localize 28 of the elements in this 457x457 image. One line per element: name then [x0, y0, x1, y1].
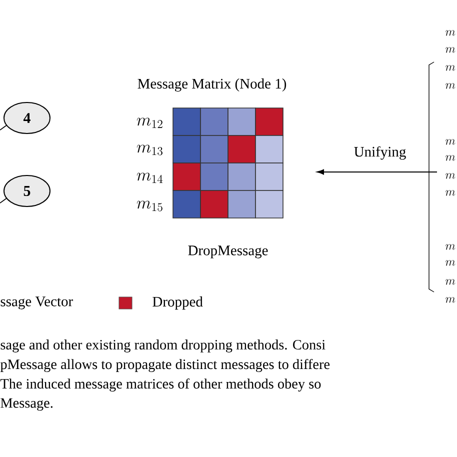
matrix-caption: DropMessage [188, 246, 268, 258]
caption-line: sage and other existing random dropping methods. Consi [0, 340, 326, 352]
caption-line: The induced message matrices of other methods obey so [0, 378, 321, 392]
legend-text: Dropped [152, 296, 203, 310]
vector-label: $m$ [446, 83, 456, 89]
vector-label: $m$ [446, 279, 456, 285]
caption-line: pMessage allows to propagate distinct messages to differe [0, 358, 330, 372]
vector-label: $m$ [446, 65, 456, 71]
vector-label: $m$ [446, 173, 456, 179]
vector-label: $m$ [446, 297, 456, 303]
vector-label: $m$ [446, 260, 456, 266]
vector-label: $m$ [446, 139, 456, 145]
edge-label: Unifying [352, 145, 408, 161]
connector-line [0, 198, 7, 204]
arrow [316, 169, 438, 175]
row-label: $m_{13}$ [136, 144, 162, 156]
row-label: $m_{15}$ [136, 200, 162, 212]
legend-text: ssage Vector [0, 296, 73, 310]
connector-line [0, 125, 7, 130]
vector-label: $m$ [446, 30, 456, 36]
row-label: $m_{14}$ [136, 172, 163, 183]
caption-line: Message. [0, 398, 52, 411]
vector-label: $m$ [446, 47, 456, 53]
vector-label: $m$ [446, 190, 456, 196]
matrix-title: Message Matrix (Node 1) [138, 78, 286, 92]
vector-label: $m$ [446, 244, 456, 250]
vector-label: $m$ [446, 155, 456, 161]
row-label: $m_{12}$ [136, 118, 162, 128]
